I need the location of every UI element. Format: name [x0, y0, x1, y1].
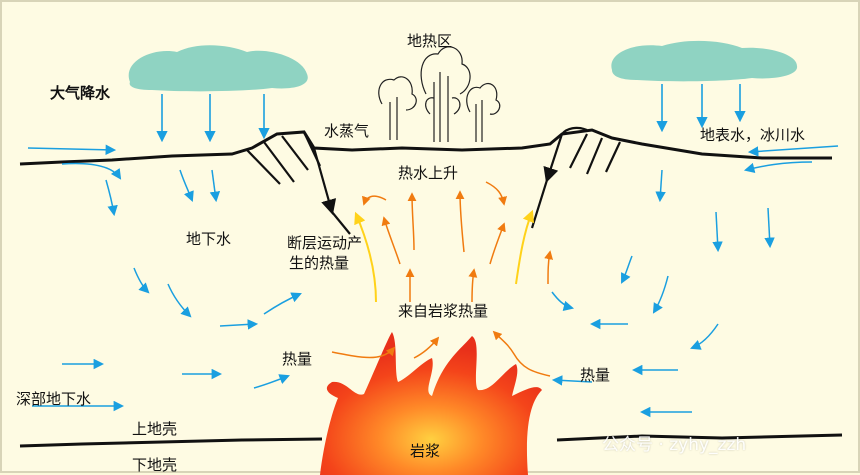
magma-body — [320, 332, 542, 475]
steam-plume-icon — [378, 46, 501, 142]
precipitation-arrows — [156, 84, 746, 143]
crust-boundary-right — [556, 433, 843, 442]
label-heat-right: 热量 — [580, 366, 611, 384]
crust-boundary-left — [19, 437, 323, 448]
ground-surface — [19, 128, 832, 166]
label-precipitation: 大气降水 — [50, 84, 111, 102]
label-groundwater: 地下水 — [186, 230, 232, 248]
fault-block-left — [246, 131, 351, 235]
label-lower-crust: 下地壳 — [132, 456, 178, 474]
fault-block-right — [530, 126, 621, 229]
cloud-right-icon — [611, 40, 798, 82]
groundwater-arrows — [27, 144, 839, 418]
label-upper-crust: 上地壳 — [132, 420, 178, 438]
label-surface-water: 地表水，冰川水 — [700, 126, 806, 144]
label-heat-left: 热量 — [282, 350, 313, 368]
label-magma: 岩浆 — [410, 442, 441, 460]
label-steam: 水蒸气 — [324, 122, 370, 140]
label-fault-heat-2: 生的热量 — [289, 254, 350, 272]
label-geothermal-zone: 地热区 — [407, 32, 453, 50]
label-fault-heat-1: 断层运动产 — [287, 234, 363, 252]
heat-arrows — [331, 181, 554, 377]
label-deep-groundwater: 深部地下水 — [16, 390, 92, 408]
label-hot-water-rising: 热水上升 — [398, 164, 459, 182]
watermark: 公众号 · zyhy_zzh — [602, 435, 747, 455]
label-magma-heat: 来自岩浆热量 — [398, 302, 489, 320]
cloud-left-icon — [128, 45, 308, 92]
